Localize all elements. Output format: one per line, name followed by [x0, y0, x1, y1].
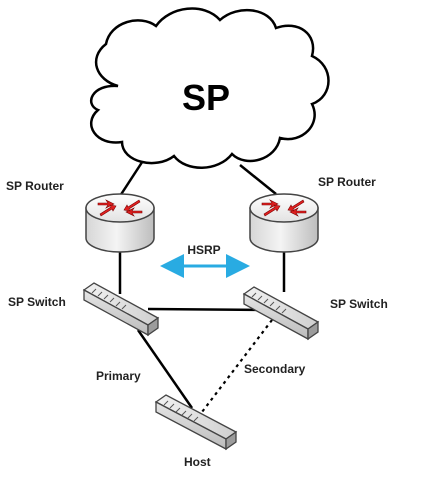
router-left: SP Router: [6, 179, 155, 253]
host-switch: Host: [154, 394, 238, 469]
sp-cloud: SP: [90, 7, 330, 169]
switch-left-to-switch-right-link: [147, 307, 269, 312]
router-arrows-icon: [261, 199, 307, 217]
connection-lines: [118, 149, 286, 413]
router-right: SP Router: [249, 175, 376, 253]
switch-right: SP Switch: [242, 286, 388, 341]
switch-side: [307, 320, 319, 341]
cloud-shape: [90, 7, 330, 169]
router-top: [85, 193, 155, 223]
hsrp-link: HSRP: [160, 243, 250, 278]
switch-left-label: SP Switch: [8, 295, 66, 309]
switch-side: [147, 316, 159, 337]
cloud-to-router-right-link: [239, 164, 277, 195]
hsrp-label: HSRP: [187, 243, 220, 257]
router-left-label: SP Router: [6, 179, 64, 193]
primary-link: [136, 329, 194, 409]
router-top: [249, 193, 319, 223]
secondary-label: Secondary: [244, 362, 306, 376]
host-label: Host: [184, 455, 211, 469]
switch-ports-icon: [91, 288, 127, 310]
switch-ports-icon: [251, 292, 287, 314]
switch-left: SP Switch: [8, 282, 160, 337]
router-right-label: SP Router: [318, 175, 376, 189]
primary-label: Primary: [96, 369, 141, 383]
switch-ports-icon: [163, 400, 199, 422]
cloud-label: SP: [182, 77, 230, 118]
secondary-link: [201, 319, 273, 413]
switch-side: [225, 430, 237, 451]
switch-right-label: SP Switch: [330, 297, 388, 311]
router-arrows-icon: [97, 199, 143, 217]
